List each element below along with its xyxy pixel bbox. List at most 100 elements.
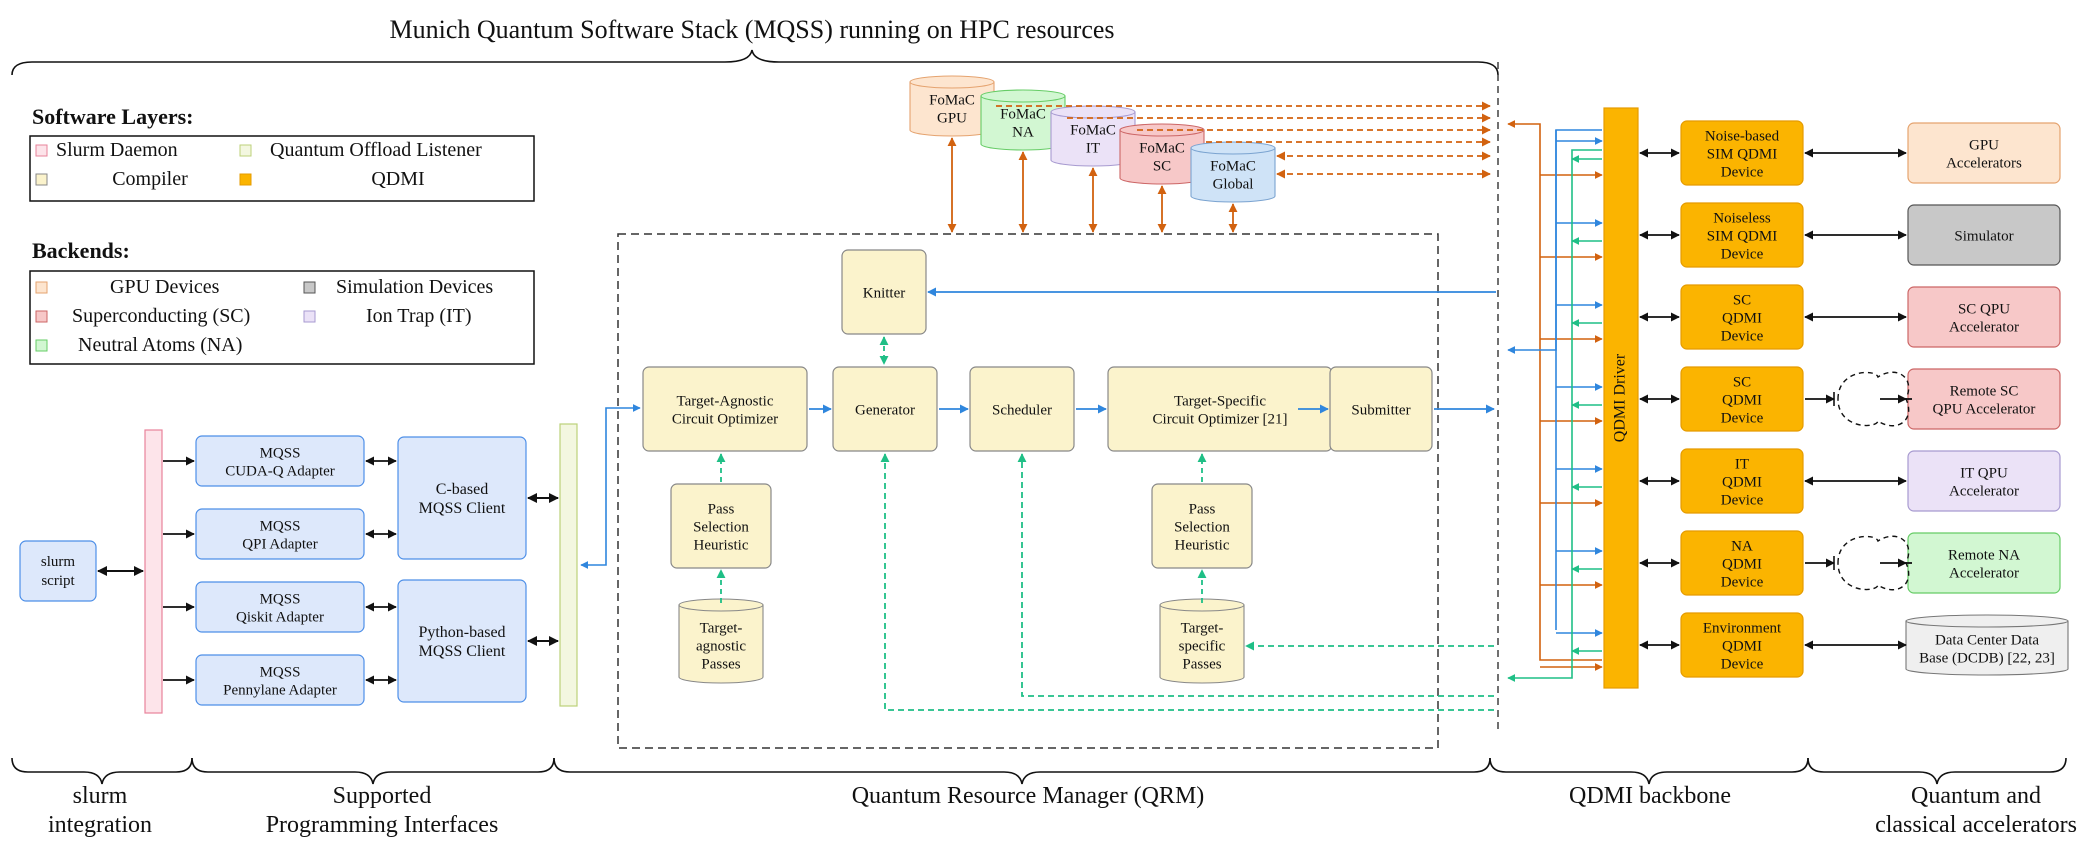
backend-legend-label: Simulation Devices: [336, 276, 493, 298]
software-legend-swatch: [35, 144, 48, 157]
backend-legend-label: Superconducting (SC): [72, 305, 250, 327]
backends-legend-items: GPU Devices Simulation DevicesSuperconduc…: [35, 276, 493, 356]
fomac-cylinder: [1190, 141, 1276, 203]
software-legend-heading: Software Layers:: [32, 104, 194, 129]
qdmi-device-box: [1680, 284, 1804, 350]
bottom-brace: [11, 757, 193, 785]
submitter-label: Submitter: [1351, 402, 1410, 418]
agnostic-passes-cylinder: [678, 598, 764, 684]
accelerator-box: [1907, 286, 2061, 348]
submitter-box: [1329, 366, 1433, 452]
bottom-brace: [1489, 757, 1809, 785]
bottom-braces: [11, 757, 2067, 785]
qdmi-device-box: [1680, 612, 1804, 678]
qdmi-device-box: [1680, 448, 1804, 514]
scheduler-box: [969, 366, 1075, 452]
qdmi-device-box: [1680, 530, 1804, 596]
scheduler-label: Scheduler: [992, 402, 1052, 418]
adapter-box: [195, 654, 365, 706]
backend-legend-swatch: [35, 339, 48, 352]
qdmi-driver-label: QDMI Driver: [1612, 353, 1629, 442]
accelerator-label: Simulator: [1954, 228, 2013, 244]
fomac-cylinder: [980, 89, 1066, 151]
backend-legend-label: Neutral Atoms (NA): [78, 334, 242, 356]
pass-heuristic-box: [1151, 483, 1253, 569]
driver-fan-arrows: [1507, 120, 1603, 682]
slurm-script-box: [19, 540, 97, 602]
adapter-client-arrows: [365, 456, 397, 685]
software-legend-label: QDMI: [371, 168, 424, 190]
arrow-in-scheduler: [1017, 453, 1494, 697]
backend-legend-label: Ion Trap (IT): [366, 305, 472, 327]
backend-legend-swatch: [35, 310, 48, 323]
generator-label: Generator: [855, 402, 915, 418]
qrm-arrows: [716, 287, 1496, 711]
agnostic-optimizer-box: [642, 366, 808, 452]
software-legend-swatch: [239, 144, 252, 157]
adapter-box: [195, 581, 365, 633]
offload-listener-bar: [559, 423, 578, 707]
generator-box: [832, 366, 938, 452]
software-legend-box: [29, 135, 535, 202]
software-legend-swatch: [35, 173, 48, 186]
software-legend-label: Slurm Daemon: [56, 139, 178, 161]
fomac-cylinder: [909, 75, 995, 137]
knitter-box: [841, 249, 927, 335]
adapter-box: [195, 508, 365, 560]
software-legend-label: Compiler: [112, 168, 188, 190]
accelerator-cylinder: [1905, 614, 2069, 676]
knitter-label: Knitter: [863, 285, 906, 301]
green-fan-trunk: [1507, 149, 1602, 682]
fomac-cylinder: [1050, 105, 1136, 167]
client-box: [397, 579, 527, 703]
bottom-brace: [1807, 757, 2067, 785]
backend-legend-label: GPU Devices: [110, 276, 220, 298]
backend-legend-swatch: [303, 310, 316, 323]
top-brace: [11, 49, 1499, 76]
daemon-to-adapter-arrows: [163, 456, 195, 685]
backends-legend-box: [29, 270, 535, 365]
pass-heuristic-box: [670, 483, 772, 569]
bottom-section-label: Quantum Resource Manager (QRM): [852, 783, 1205, 809]
orange-fan-trunk: [1507, 120, 1602, 661]
diagram-title: Munich Quantum Software Stack (MQSS) run…: [389, 15, 1114, 44]
arrow-in-generator: [880, 453, 1494, 711]
qdmi-device-box: [1680, 120, 1804, 186]
